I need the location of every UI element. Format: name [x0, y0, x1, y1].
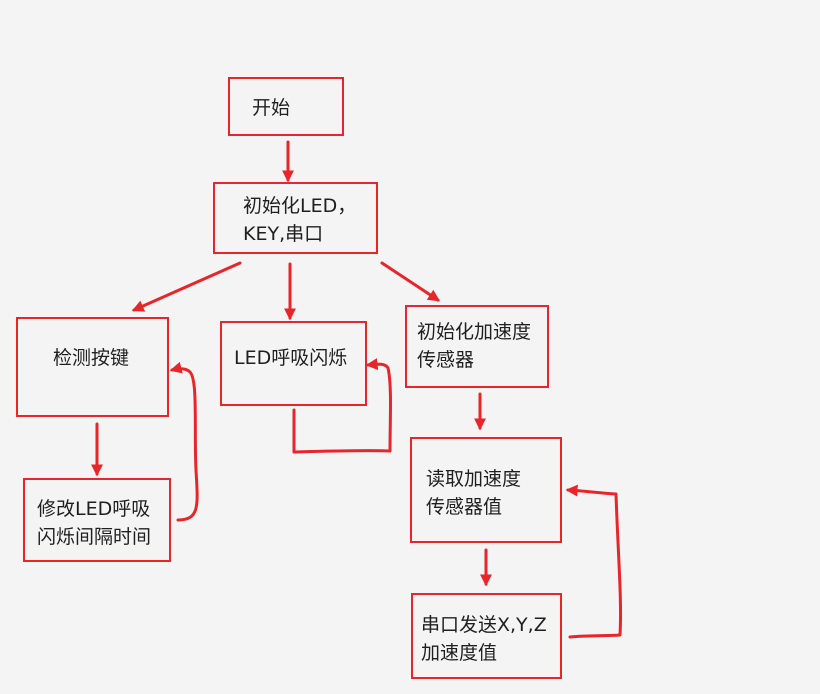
send-xyz-node: 串口发送X,Y,Z 加速度值 [411, 593, 562, 679]
loop-arrow-modify-led-to-detect-key [169, 361, 199, 522]
send-xyz-node-label: 串口发送X,Y,Z 加速度值 [421, 614, 547, 664]
init-accel-node-label: 初始化加速度 传感器 [417, 321, 532, 371]
init-accel-node: 初始化加速度 传感器 [405, 305, 549, 388]
read-accel-node: 读取加速度 传感器值 [410, 437, 562, 543]
start-node-label: 开始 [252, 97, 291, 119]
detect-key-node-label: 检测按键 [53, 347, 130, 369]
start-node: 开始 [228, 77, 344, 136]
arrow-init-to-detect-key [131, 261, 242, 312]
loop-arrow-led-breath-self [292, 358, 392, 454]
led-breath-node: LED呼吸闪烁 [220, 321, 367, 406]
led-breath-node-label: LED呼吸闪烁 [234, 347, 348, 369]
modify-led-node-label: 修改LED呼吸 闪烁间隔时间 [37, 498, 152, 548]
modify-led-node: 修改LED呼吸 闪烁间隔时间 [23, 478, 171, 562]
arrow-init-to-init-accel [380, 261, 441, 302]
init-node-label: 初始化LED， KEY,串口 [243, 195, 357, 245]
init-node: 初始化LED， KEY,串口 [213, 182, 378, 254]
loop-arrow-send-xyz-to-read-accel [565, 484, 623, 639]
detect-key-node: 检测按键 [16, 317, 169, 417]
read-accel-node-label: 读取加速度 传感器值 [426, 468, 522, 518]
